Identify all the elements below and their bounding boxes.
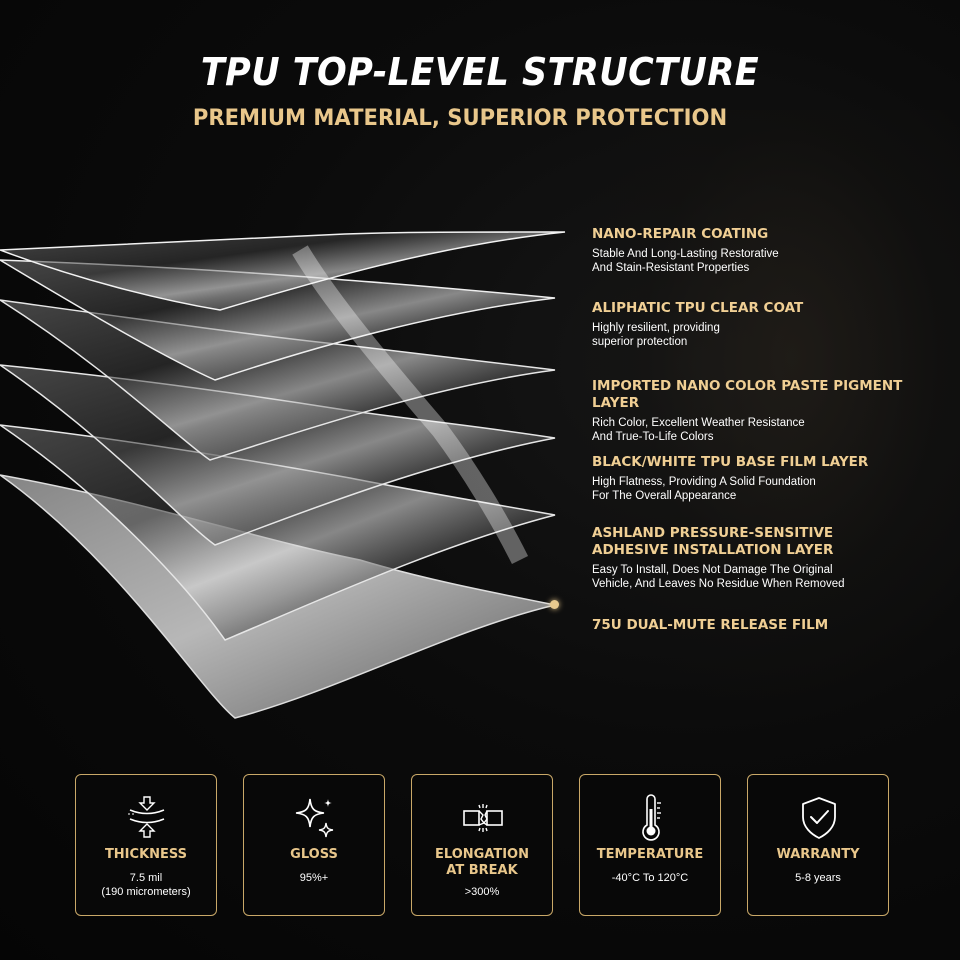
layer-description: Highly resilient, providing superior pro…: [592, 322, 720, 348]
layer-label-2: ALIPHATIC TPU CLEAR COAT Highly resilien…: [592, 300, 942, 349]
layer-title: ALIPHATIC TPU CLEAR COAT: [592, 300, 804, 316]
feature-title: THICKNESS: [104, 847, 188, 862]
layer-label-5: ASHLAND PRESSURE-SENSITIVE ADHESIVE INST…: [592, 525, 942, 591]
feature-title: GLOSS: [290, 847, 338, 862]
feature-gloss: GLOSS 95%+: [243, 774, 385, 916]
layer-label-3: IMPORTED NANO COLOR PASTE PIGMENT LAYER …: [592, 378, 942, 444]
layer-description: Stable And Long-Lasting Restorative And …: [592, 248, 779, 274]
layer-description: Rich Color, Excellent Weather Resistance…: [592, 417, 805, 443]
layer-label-6: 75U DUAL-MUTE RELEASE FILM: [592, 617, 942, 634]
feature-value: 95%+: [299, 872, 329, 884]
layer-description: High Flatness, Providing A Solid Foundat…: [592, 476, 816, 502]
feature-value: 5-8 years: [795, 872, 841, 884]
shield-check-icon: [802, 797, 836, 839]
page-title: TPU TOP-LEVEL STRUCTURE: [200, 50, 760, 94]
layer-label-1: NANO-REPAIR COATING Stable And Long-Last…: [592, 226, 942, 275]
feature-title: ELONGATION AT BREAK: [435, 847, 529, 878]
feature-value: -40°C To 120°C: [611, 872, 689, 884]
layer-label-4: BLACK/WHITE TPU BASE FILM LAYER High Fla…: [592, 454, 942, 503]
page-subtitle: PREMIUM MATERIAL, SUPERIOR PROTECTION: [192, 106, 728, 131]
feature-title: TEMPERATURE: [596, 847, 704, 862]
feature-title: WARRANTY: [776, 847, 860, 862]
elongation-icon: [463, 804, 503, 832]
feature-temperature: TEMPERATURE -40°C To 120°C: [579, 774, 721, 916]
feature-value: 7.5 mil (190 micrometers): [101, 872, 191, 898]
layer-description: Easy To Install, Does Not Damage The Ori…: [592, 564, 845, 590]
thickness-icon: [128, 796, 165, 838]
film-layers-illustration: [0, 231, 566, 719]
layer-sheet-1: [0, 231, 566, 311]
highlight-streak: [292, 245, 529, 565]
layer-title: 75U DUAL-MUTE RELEASE FILM: [592, 617, 829, 633]
layer-title: ASHLAND PRESSURE-SENSITIVE ADHESIVE INST…: [592, 525, 834, 558]
feature-value: >300%: [464, 886, 500, 898]
sparkle-icon: [295, 798, 334, 838]
layer-title: NANO-REPAIR COATING: [592, 226, 769, 242]
layer-title: IMPORTED NANO COLOR PASTE PIGMENT LAYER: [592, 378, 903, 411]
car-silhouette-background: [560, 110, 960, 730]
feature-elongation: ELONGATION AT BREAK >300%: [411, 774, 553, 916]
feature-warranty: WARRANTY 5-8 years: [747, 774, 889, 916]
pointer-dot: [550, 600, 559, 609]
layer-title: BLACK/WHITE TPU BASE FILM LAYER: [592, 454, 869, 470]
feature-thickness: THICKNESS 7.5 mil (190 micrometers): [75, 774, 217, 916]
thermometer-icon: [642, 794, 661, 841]
